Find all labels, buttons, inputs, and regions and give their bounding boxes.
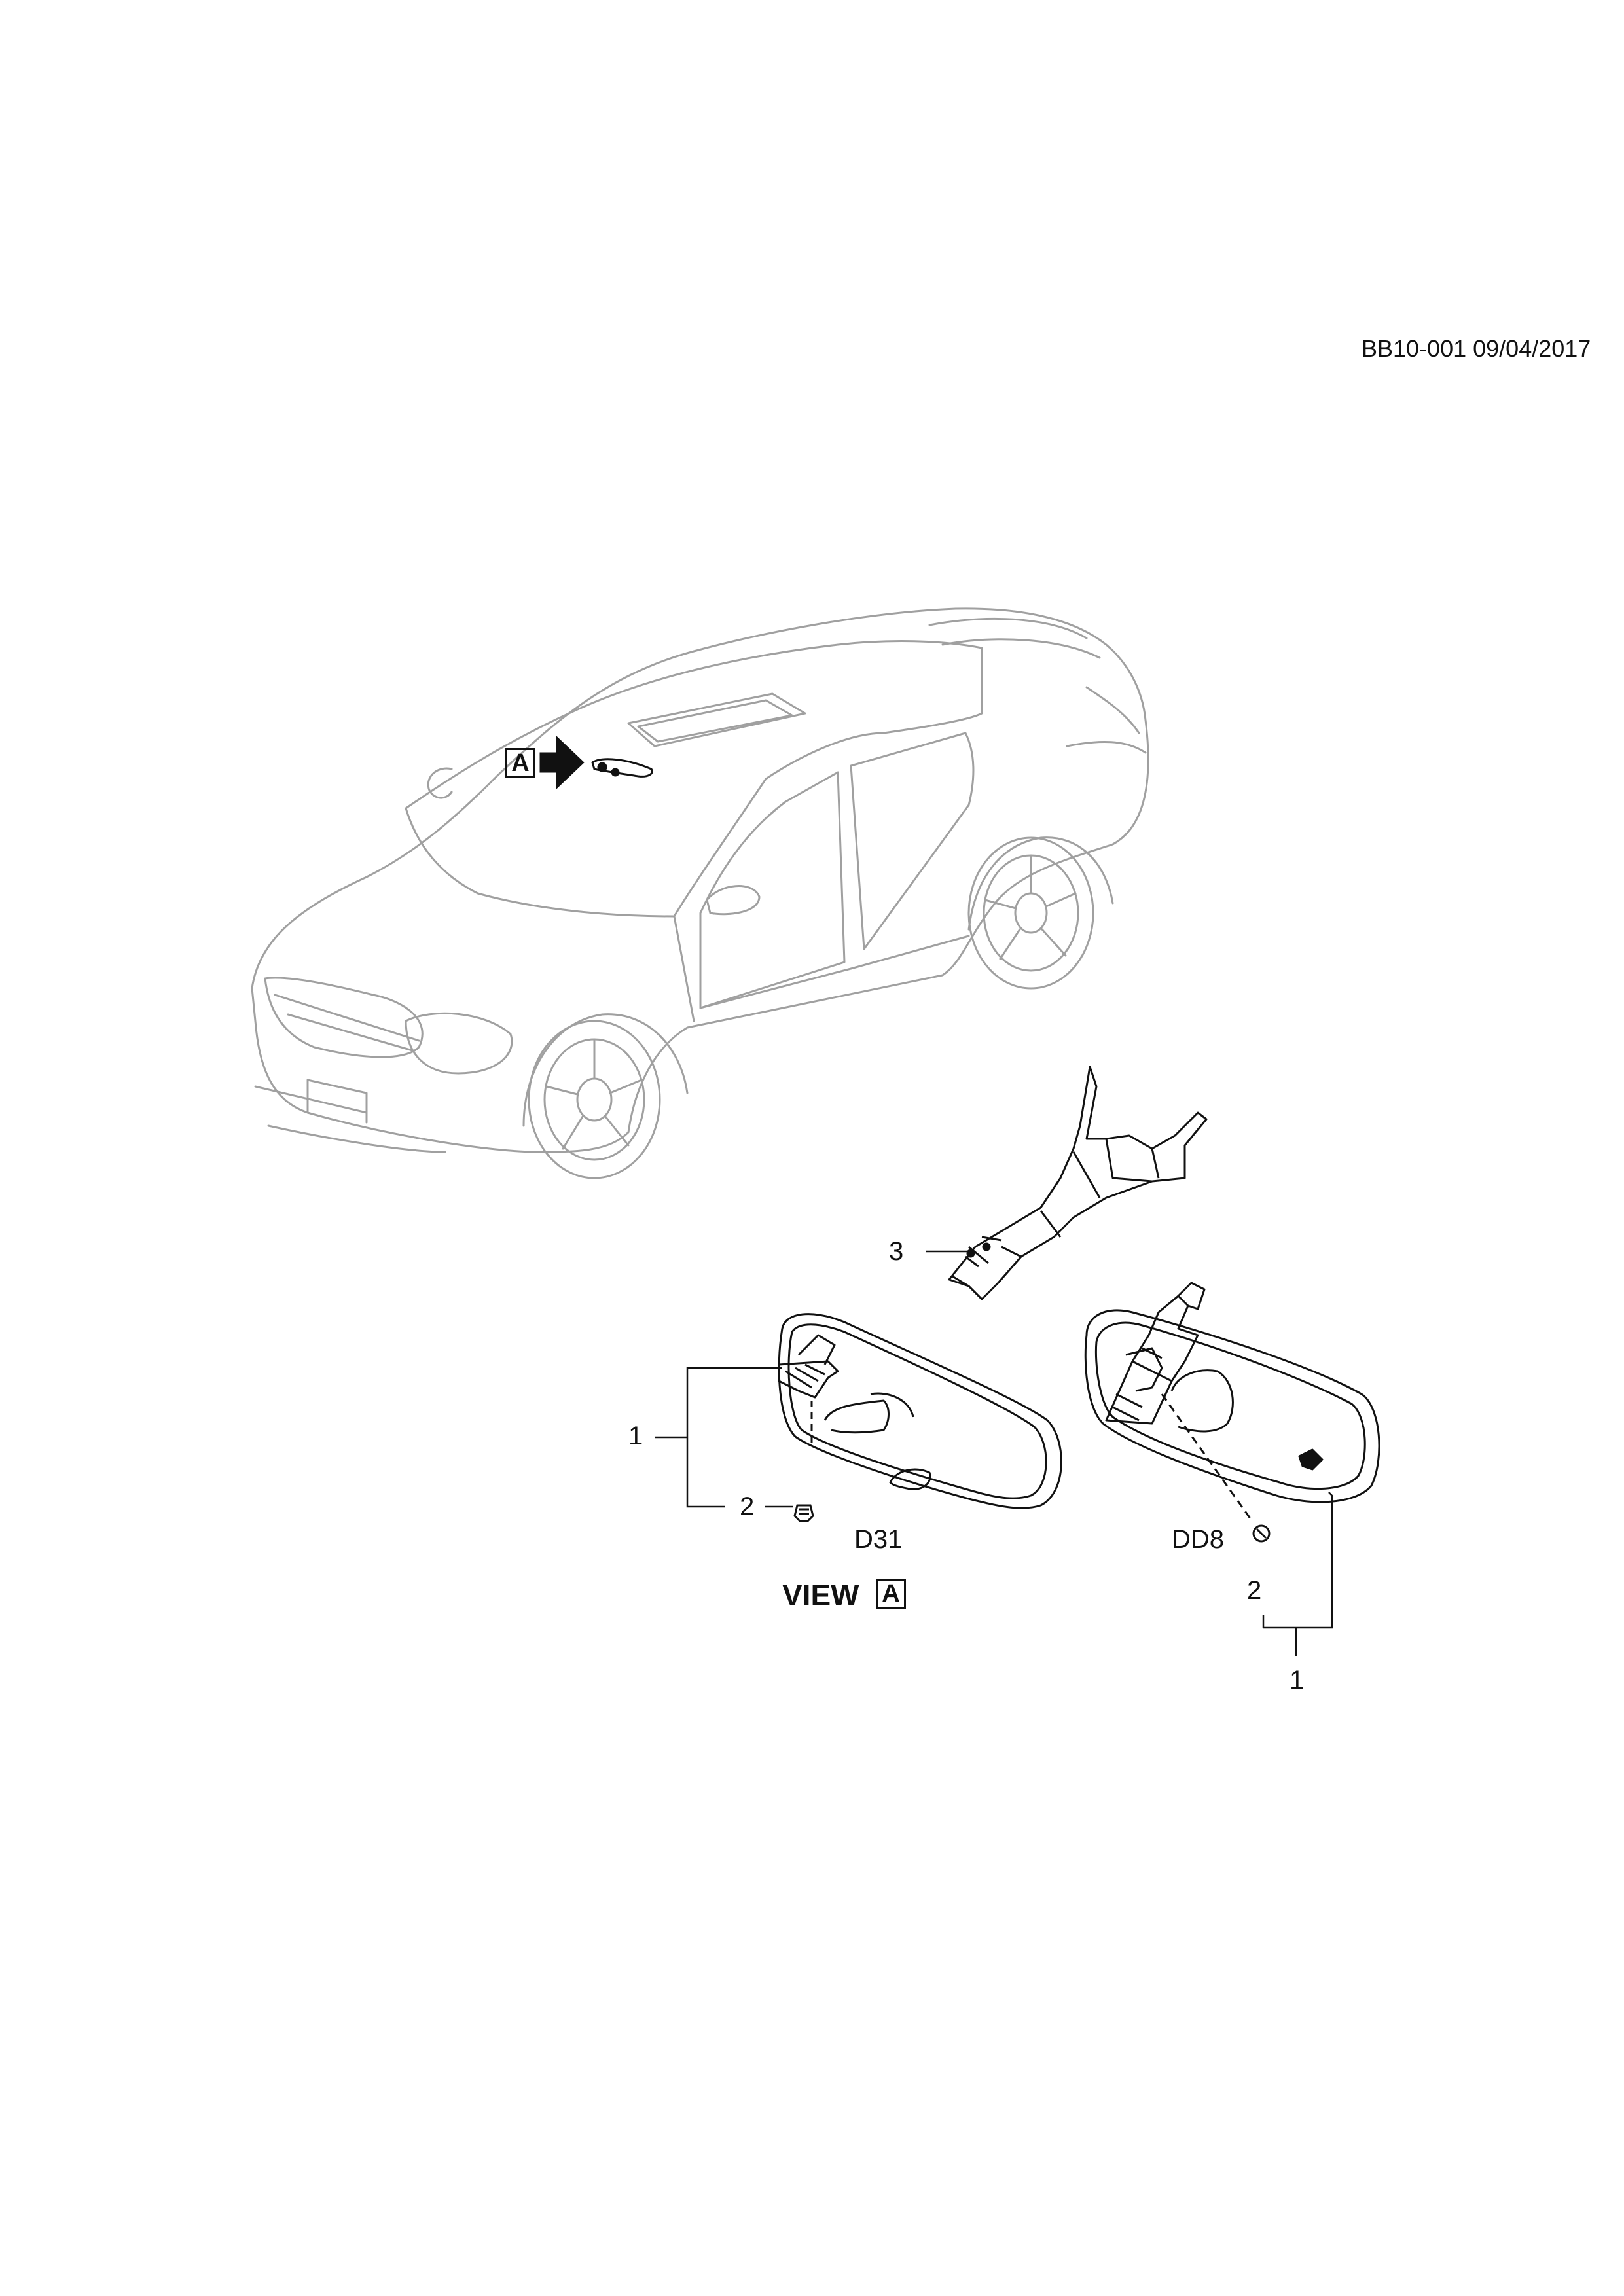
- variant-d31-label: D31: [854, 1525, 903, 1554]
- callout-1-left: 1: [628, 1422, 643, 1450]
- view-label: VIEW: [782, 1578, 859, 1612]
- callout-2-left: 2: [740, 1492, 755, 1521]
- variant-dd8-label: DD8: [1172, 1525, 1225, 1554]
- view-label-marker: A: [876, 1579, 906, 1609]
- callout-3: 3: [889, 1237, 904, 1266]
- screw-left: [793, 1504, 814, 1522]
- mirror-dd8: [1084, 1282, 1380, 1519]
- car-illustration: [251, 607, 1149, 1179]
- screw-right: [1252, 1524, 1271, 1543]
- callout-1-right: 1: [1290, 1666, 1305, 1695]
- mirror-icon-small: [591, 758, 653, 778]
- diagram-id: BB10-001 09/04/2017: [1362, 335, 1591, 362]
- view-a-arrow: [539, 735, 585, 790]
- mirror-cover-bracket: [948, 1066, 1208, 1300]
- leader-lines: [655, 1367, 1333, 1656]
- view-marker-box: A: [505, 748, 535, 778]
- mirror-d31: [778, 1313, 1062, 1509]
- callout-2-right: 2: [1247, 1576, 1262, 1605]
